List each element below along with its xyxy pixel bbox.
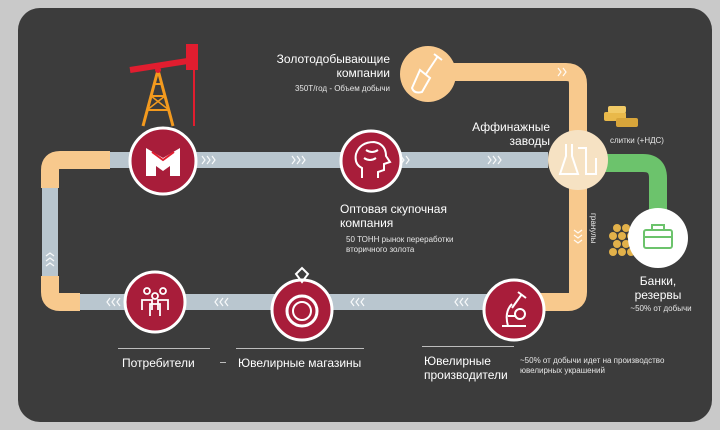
consumers-title: Потребители: [122, 356, 195, 370]
exchange-logo-icon: [146, 148, 180, 176]
jewelry-stores-node: [270, 278, 334, 342]
microscope-icon: [502, 291, 527, 327]
shovel-icon: [410, 53, 443, 94]
consumers-node: [123, 270, 187, 334]
mining-node: [400, 46, 456, 102]
banks-title: Банки, резервы: [634, 274, 682, 302]
jewelry-stores-title: Ювелирные магазины: [238, 356, 362, 370]
refinery-node: [548, 130, 608, 190]
jewelry-stores-underline: [236, 348, 364, 349]
jewelry-makers-node: [482, 278, 546, 342]
gold-granules-icon: [609, 224, 635, 256]
banks-node: [628, 208, 688, 268]
orange-pipe-refinery-to-makers: [518, 173, 587, 311]
orange-pipe-top-left-elbow: [41, 151, 110, 188]
refinery-title: Аффинажные заводы: [472, 120, 550, 148]
briefcase-icon: [643, 224, 673, 249]
wholesale-node: [339, 129, 403, 193]
gold-market-diagram: Золотодобывающие компании 350Т/год - Объ…: [18, 8, 712, 422]
bullion-label: слитки (+НДС): [610, 136, 664, 145]
mining-title: Золотодобывающие компании: [276, 52, 390, 80]
oil-derrick-icon: [129, 44, 198, 127]
gold-bars-icon: [604, 106, 638, 127]
orange-pipe-bottom-left-elbow: [41, 276, 80, 311]
diagram-canvas: [41, 44, 688, 342]
mining-note: 350Т/год - Объем добычи: [294, 84, 390, 93]
jewelry-makers-title: Ювелирные производители: [424, 354, 508, 382]
label-separator: [220, 362, 226, 363]
wholesale-note: 50 ТОНН рынок переработки вторичного зол…: [346, 235, 454, 254]
jewelry-makers-note: ~50% от добычи идет на производство ювел…: [520, 356, 665, 375]
ring-diamond-icon: [294, 266, 310, 284]
jewelry-makers-underline: [422, 346, 514, 347]
people-icon: [141, 287, 169, 316]
banks-note: ~50% от добычи: [630, 304, 692, 313]
ring-icon: [285, 294, 319, 328]
wholesale-title: Оптовая скупочная компания: [340, 202, 447, 230]
refinery-flask-icon: [558, 144, 597, 175]
green-pipe-refinery-to-banks: [596, 154, 667, 213]
flow-arrows: [45, 67, 583, 307]
granules-label: гранулы: [589, 213, 598, 244]
exchange-node: [128, 126, 198, 196]
profile-head-icon: [354, 140, 392, 178]
consumers-underline: [118, 348, 210, 349]
